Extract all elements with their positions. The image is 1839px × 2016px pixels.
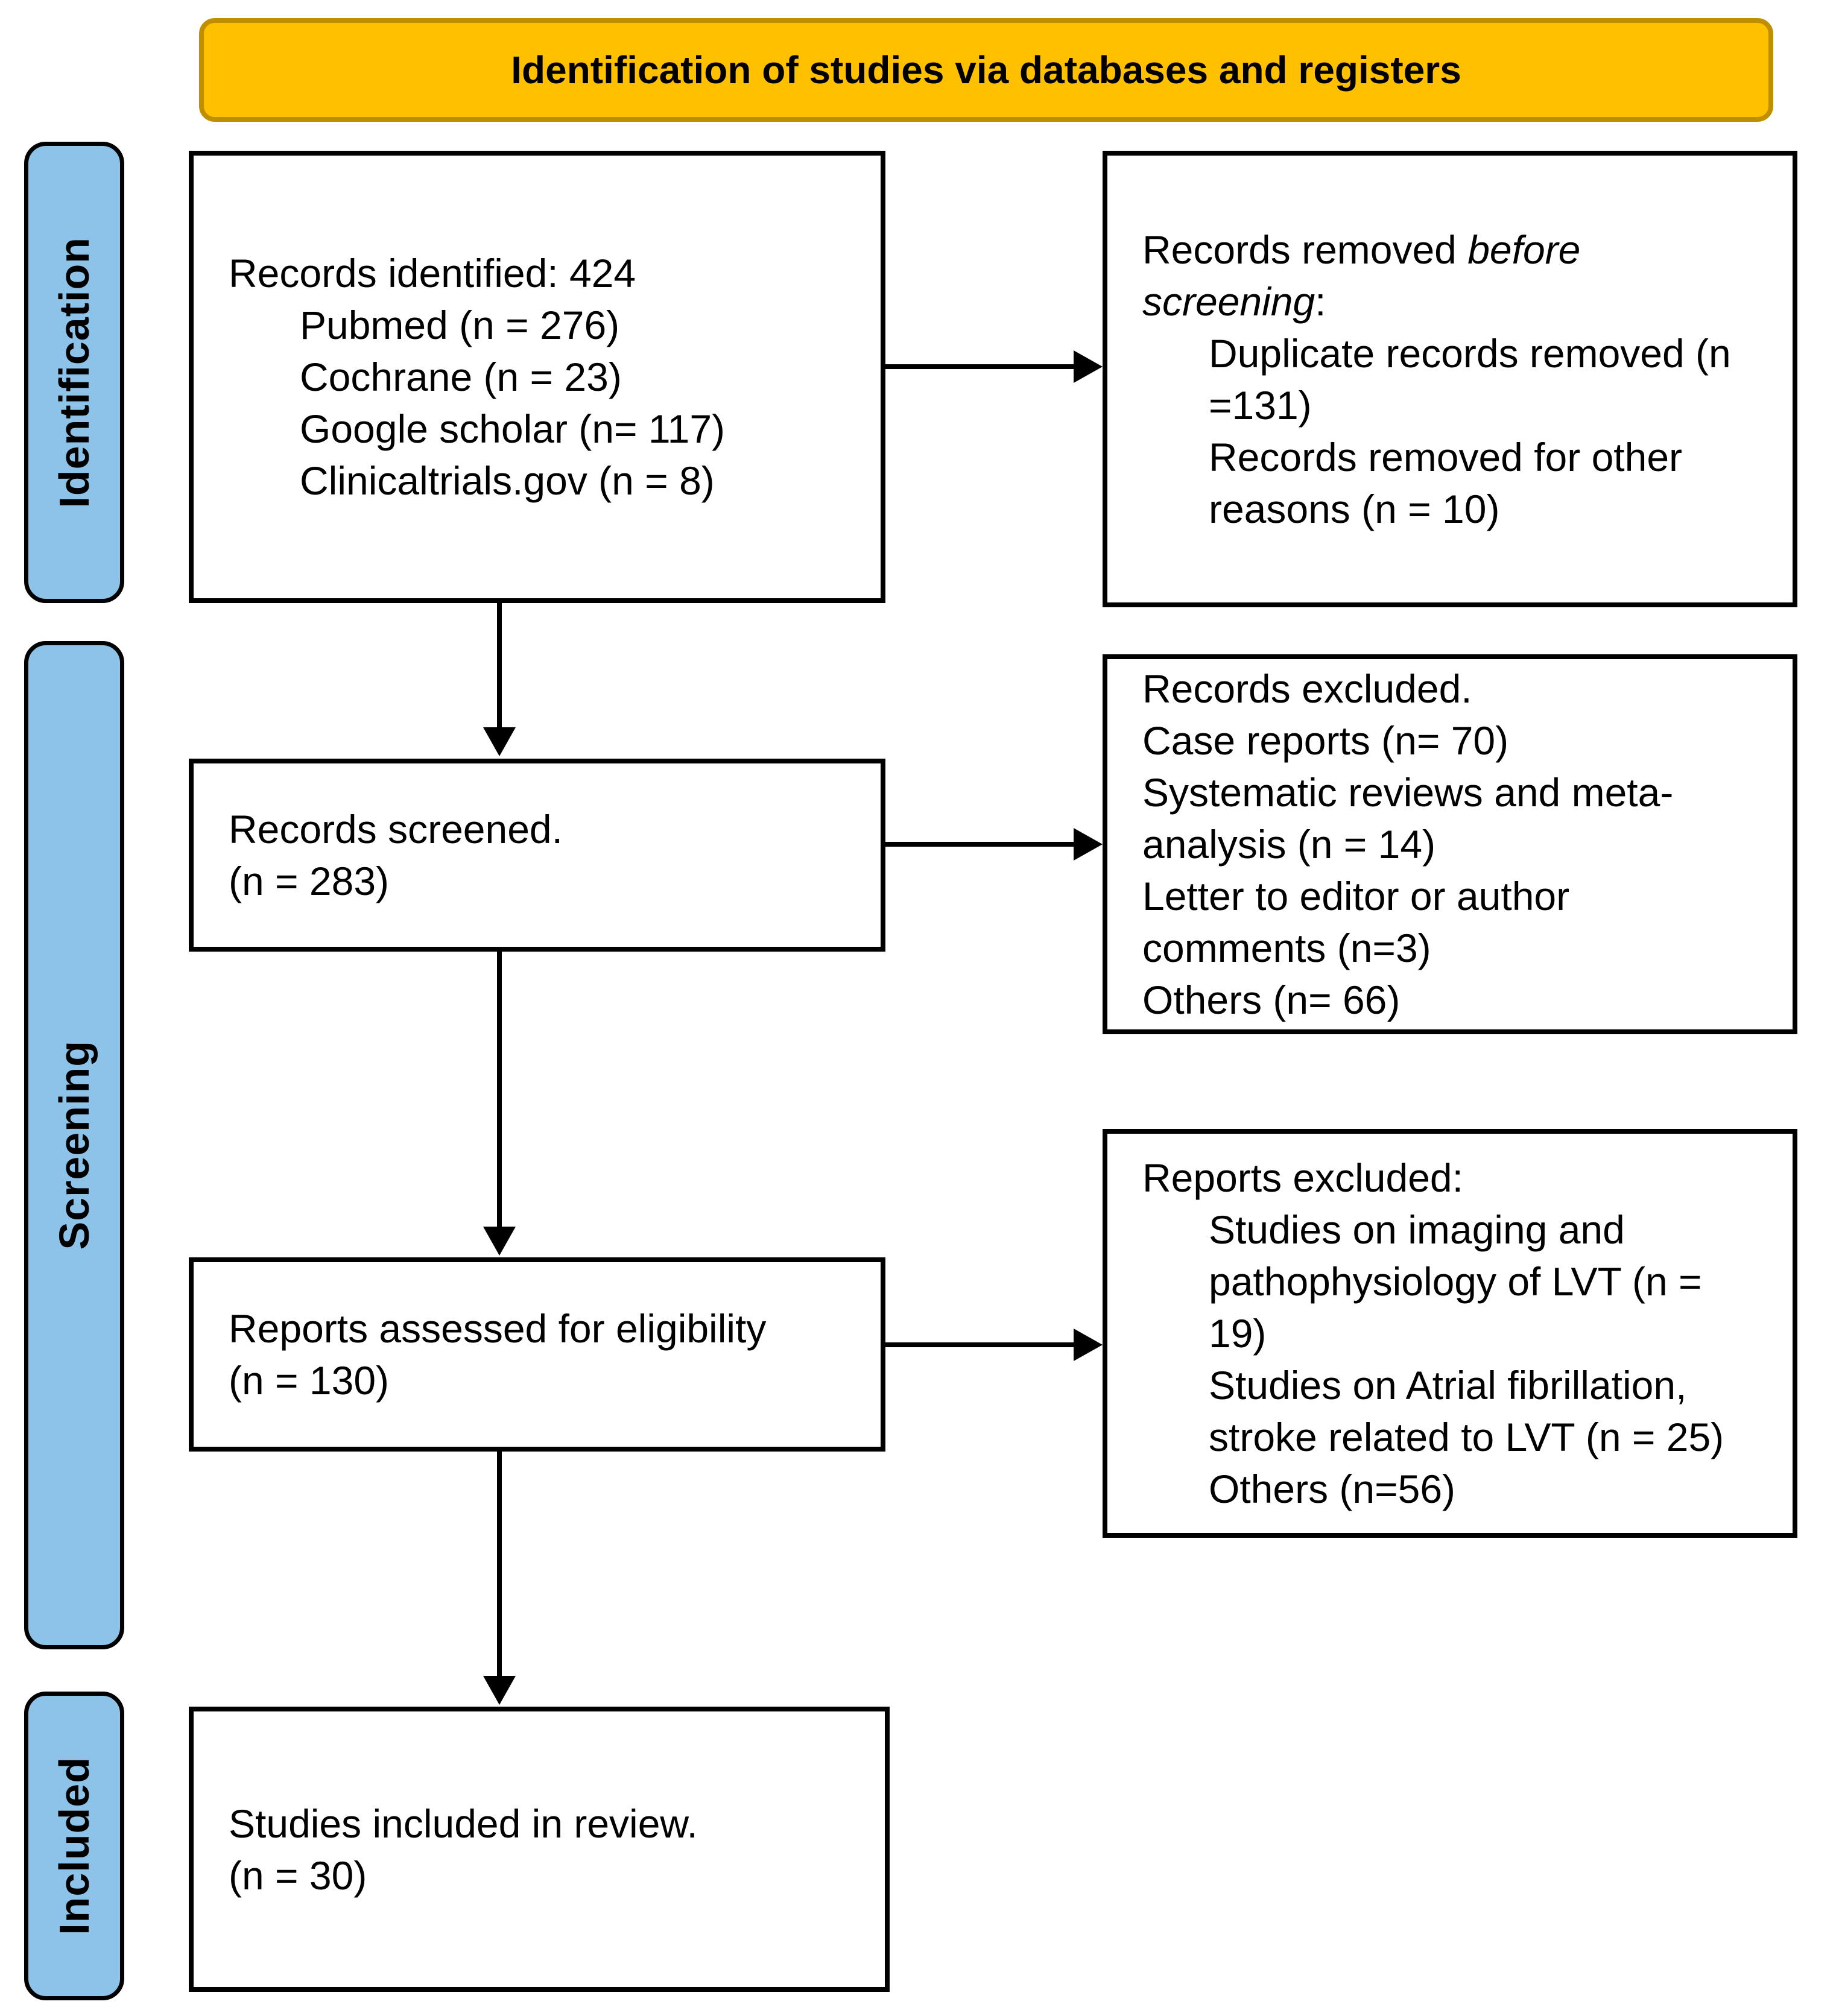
records-screened-title: Records screened.: [229, 807, 563, 852]
arrow-assessed-to-excluded-line: [885, 1342, 1076, 1347]
box-records-identified: Records identified: 424 Pubmed (n = 276)…: [189, 151, 885, 603]
box-reports-excluded: Reports excluded: Studies on imaging and…: [1103, 1129, 1797, 1538]
reports-excluded-afib-stroke: Studies on Atrial fibrillation, stroke r…: [1209, 1363, 1724, 1459]
box-studies-included: Studies included in review. (n = 30): [189, 1707, 890, 1992]
records-removed-title-italic: before screening: [1142, 227, 1581, 324]
records-removed-other-reasons: Records removed for other reasons (n = 1…: [1209, 434, 1683, 531]
stage-label-included: Included: [51, 1757, 98, 1935]
box-reports-assessed: Reports assessed for eligibility (n = 13…: [189, 1257, 885, 1452]
records-screened-count: (n = 283): [229, 859, 389, 903]
records-removed-title-pre: Records removed: [1142, 227, 1468, 272]
arrow-assessed-to-excluded-head-icon: [1074, 1329, 1103, 1361]
arrow-identified-to-screened-line: [497, 603, 502, 727]
records-excluded-letters: Letter to editor or author comments (n=3…: [1142, 874, 1570, 970]
box-records-excluded: Records excluded. Case reports (n= 70) S…: [1103, 654, 1797, 1034]
arrow-identified-to-removed-line: [885, 364, 1076, 369]
stage-band-identification: Identification: [24, 142, 124, 603]
records-removed-title-post: :: [1315, 279, 1326, 324]
records-identified-title: Records identified: 424: [229, 251, 636, 295]
records-identified-source-cochrane: Cochrane (n = 23): [300, 355, 622, 399]
arrow-screened-to-assessed-line: [497, 952, 502, 1227]
stage-band-screening: Screening: [24, 641, 124, 1649]
reports-excluded-imaging-pathophysiology: Studies on imaging and pathophysiology o…: [1209, 1207, 1702, 1356]
reports-assessed-count: (n = 130): [229, 1358, 389, 1403]
records-excluded-systematic-reviews: Systematic reviews and meta-analysis (n …: [1142, 770, 1674, 867]
arrow-screened-to-assessed-head-icon: [483, 1227, 516, 1256]
stage-label-screening: Screening: [51, 1040, 98, 1250]
box-records-screened: Records screened. (n = 283): [189, 759, 885, 952]
arrow-screened-to-excluded-head-icon: [1074, 828, 1103, 861]
records-identified-source-google-scholar: Google scholar (n= 117): [300, 406, 726, 451]
records-identified-source-clinicaltrials: Clinicaltrials.gov (n = 8): [300, 458, 715, 503]
arrow-identified-to-removed-head-icon: [1074, 350, 1103, 383]
studies-included-count: (n = 30): [229, 1853, 367, 1898]
arrow-identified-to-screened-head-icon: [483, 727, 516, 756]
records-removed-title: Records removed before screening:: [1107, 224, 1793, 327]
reports-assessed-title: Reports assessed for eligibility: [229, 1306, 767, 1351]
arrow-assessed-to-included-line: [497, 1452, 502, 1676]
stage-band-included: Included: [24, 1692, 124, 2000]
studies-included-title: Studies included in review.: [229, 1801, 698, 1846]
records-removed-duplicates: Duplicate records removed (n =131): [1209, 330, 1731, 428]
reports-excluded-others: Others (n=56): [1209, 1467, 1456, 1511]
reports-excluded-title: Reports excluded:: [1142, 1155, 1463, 1200]
records-identified-source-pubmed: Pubmed (n = 276): [300, 303, 620, 347]
records-excluded-title: Records excluded.: [1142, 666, 1472, 711]
stage-label-identification: Identification: [51, 236, 98, 508]
banner-title: Identification of studies via databases …: [199, 18, 1773, 122]
records-excluded-case-reports: Case reports (n= 70): [1142, 718, 1509, 763]
arrow-assessed-to-included-head-icon: [483, 1676, 516, 1705]
box-records-removed: Records removed before screening: Duplic…: [1103, 151, 1797, 607]
records-excluded-others: Others (n= 66): [1142, 978, 1401, 1022]
arrow-screened-to-excluded-line: [885, 842, 1076, 847]
